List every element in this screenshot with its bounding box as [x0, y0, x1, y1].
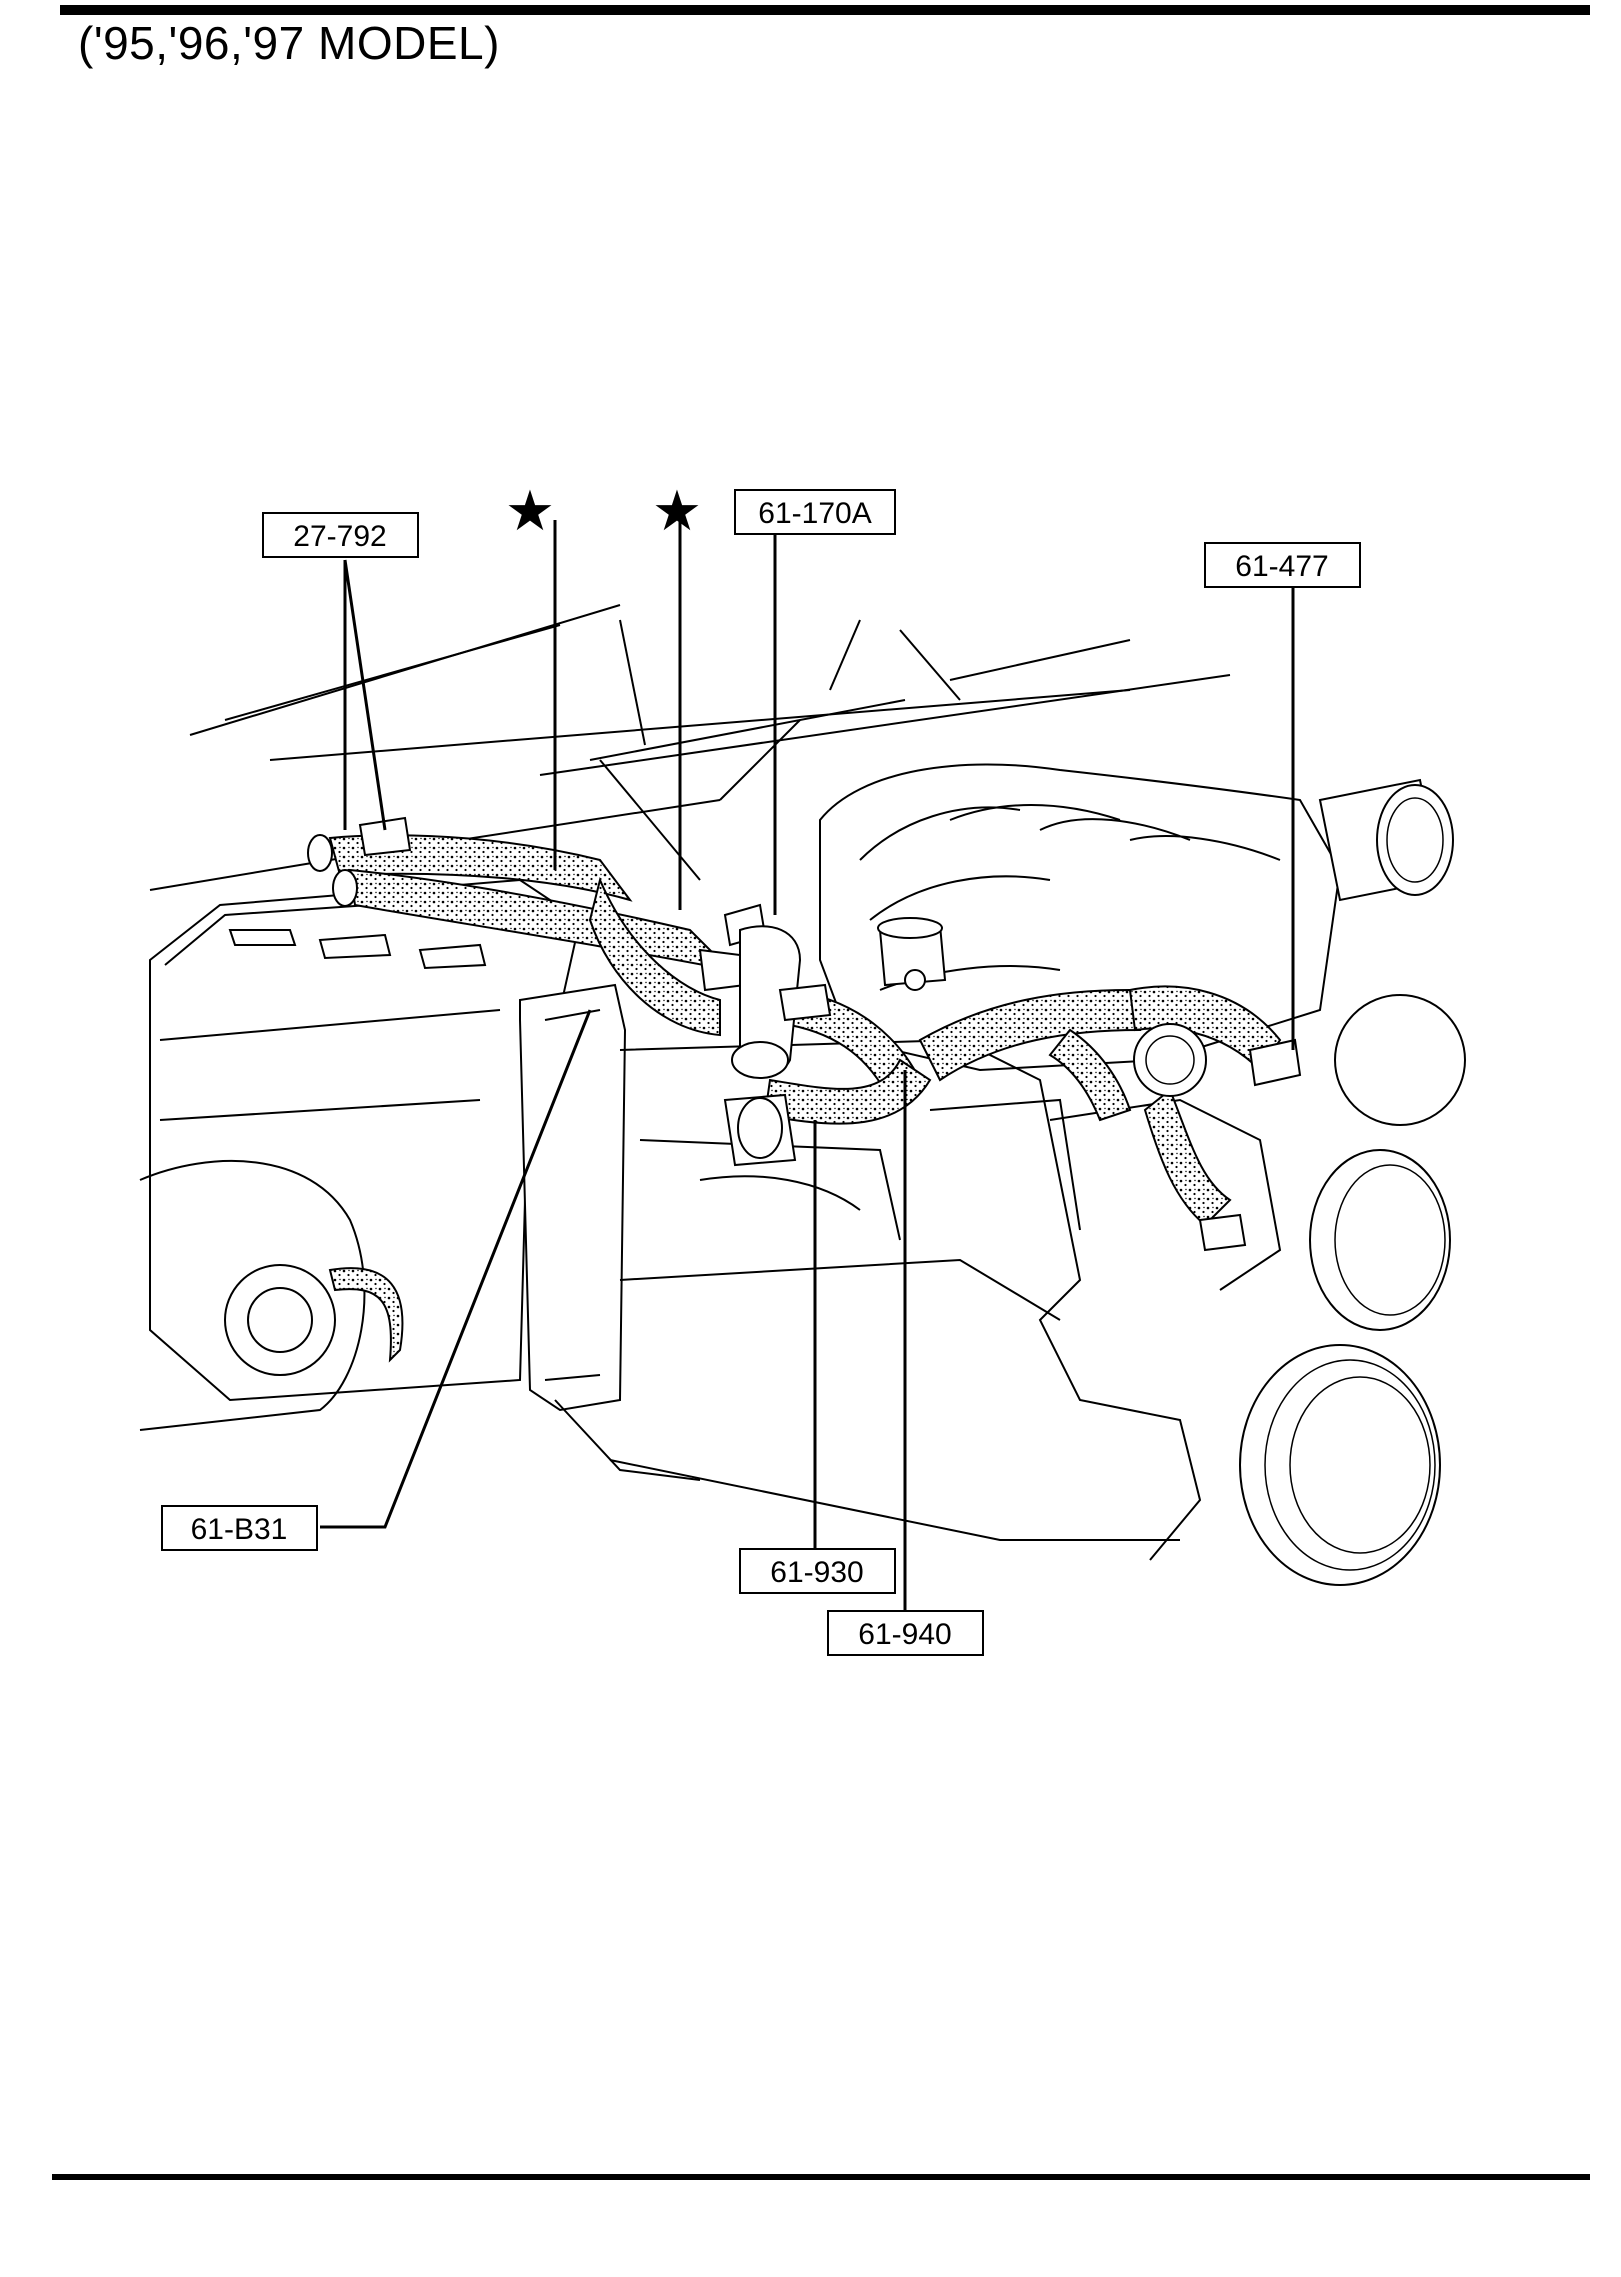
callout-61-B31: 61-B31 — [161, 1505, 318, 1551]
bottom-rule — [52, 2174, 1590, 2180]
engine-bay-outline — [149, 604, 1231, 891]
callout-61-170A: 61-170A — [734, 489, 896, 535]
star-marker-1: ★ — [505, 479, 555, 542]
coolant-reservoir — [519, 983, 627, 1412]
hose-fittings — [307, 816, 1302, 1252]
top-rule — [60, 5, 1590, 15]
air-cleaner-cover — [149, 878, 582, 1402]
filler-cap — [877, 917, 947, 991]
engine-block — [554, 1038, 1282, 1561]
callout-61-930: 61-930 — [739, 1548, 896, 1594]
pulley-left — [139, 1159, 404, 1431]
leader-lines — [320, 520, 1295, 1618]
throttle-body — [1318, 778, 1454, 902]
svg-text:61-940: 61-940 — [858, 1618, 951, 1651]
svg-text:61-477: 61-477 — [1235, 550, 1328, 583]
callout-61-940: 61-940 — [827, 1610, 984, 1656]
svg-text:61-B31: 61-B31 — [191, 1513, 288, 1546]
pulleys-right — [1239, 994, 1466, 1586]
svg-text:61-170A: 61-170A — [758, 497, 871, 530]
page-title: ('95,'96,'97 MODEL) — [78, 17, 500, 69]
svg-text:61-930: 61-930 — [770, 1556, 863, 1589]
svg-text:27-792: 27-792 — [293, 520, 386, 553]
star-marker-2: ★ — [652, 479, 702, 542]
callout-61-477: 61-477 — [1204, 542, 1361, 588]
callout-27-792: 27-792 — [262, 512, 419, 558]
